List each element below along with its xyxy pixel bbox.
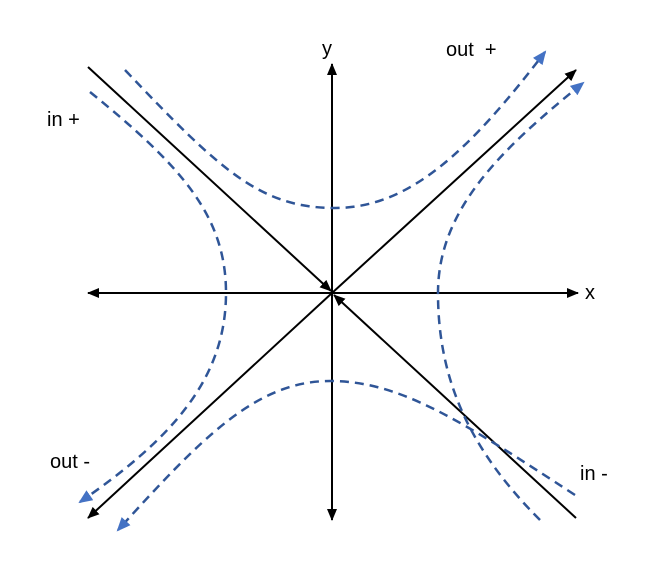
trajectory-left <box>78 91 228 504</box>
asymptote-incoming-positive <box>87 66 332 292</box>
out-minus-label: out - <box>50 451 90 473</box>
x-axis-label: x <box>585 282 595 304</box>
out-plus-label: out + <box>446 39 497 61</box>
trajectory-right <box>436 81 585 521</box>
in-plus-label: in + <box>47 109 80 131</box>
trajectory-top <box>124 50 547 210</box>
asymptote-incoming-negative <box>333 294 577 519</box>
asymptote-outgoing-negative <box>87 292 333 519</box>
in-minus-label: in - <box>580 463 608 485</box>
y-axis-label: y <box>322 38 332 60</box>
trajectory-bottom <box>116 379 576 532</box>
asymptote-outgoing-positive <box>331 69 577 294</box>
